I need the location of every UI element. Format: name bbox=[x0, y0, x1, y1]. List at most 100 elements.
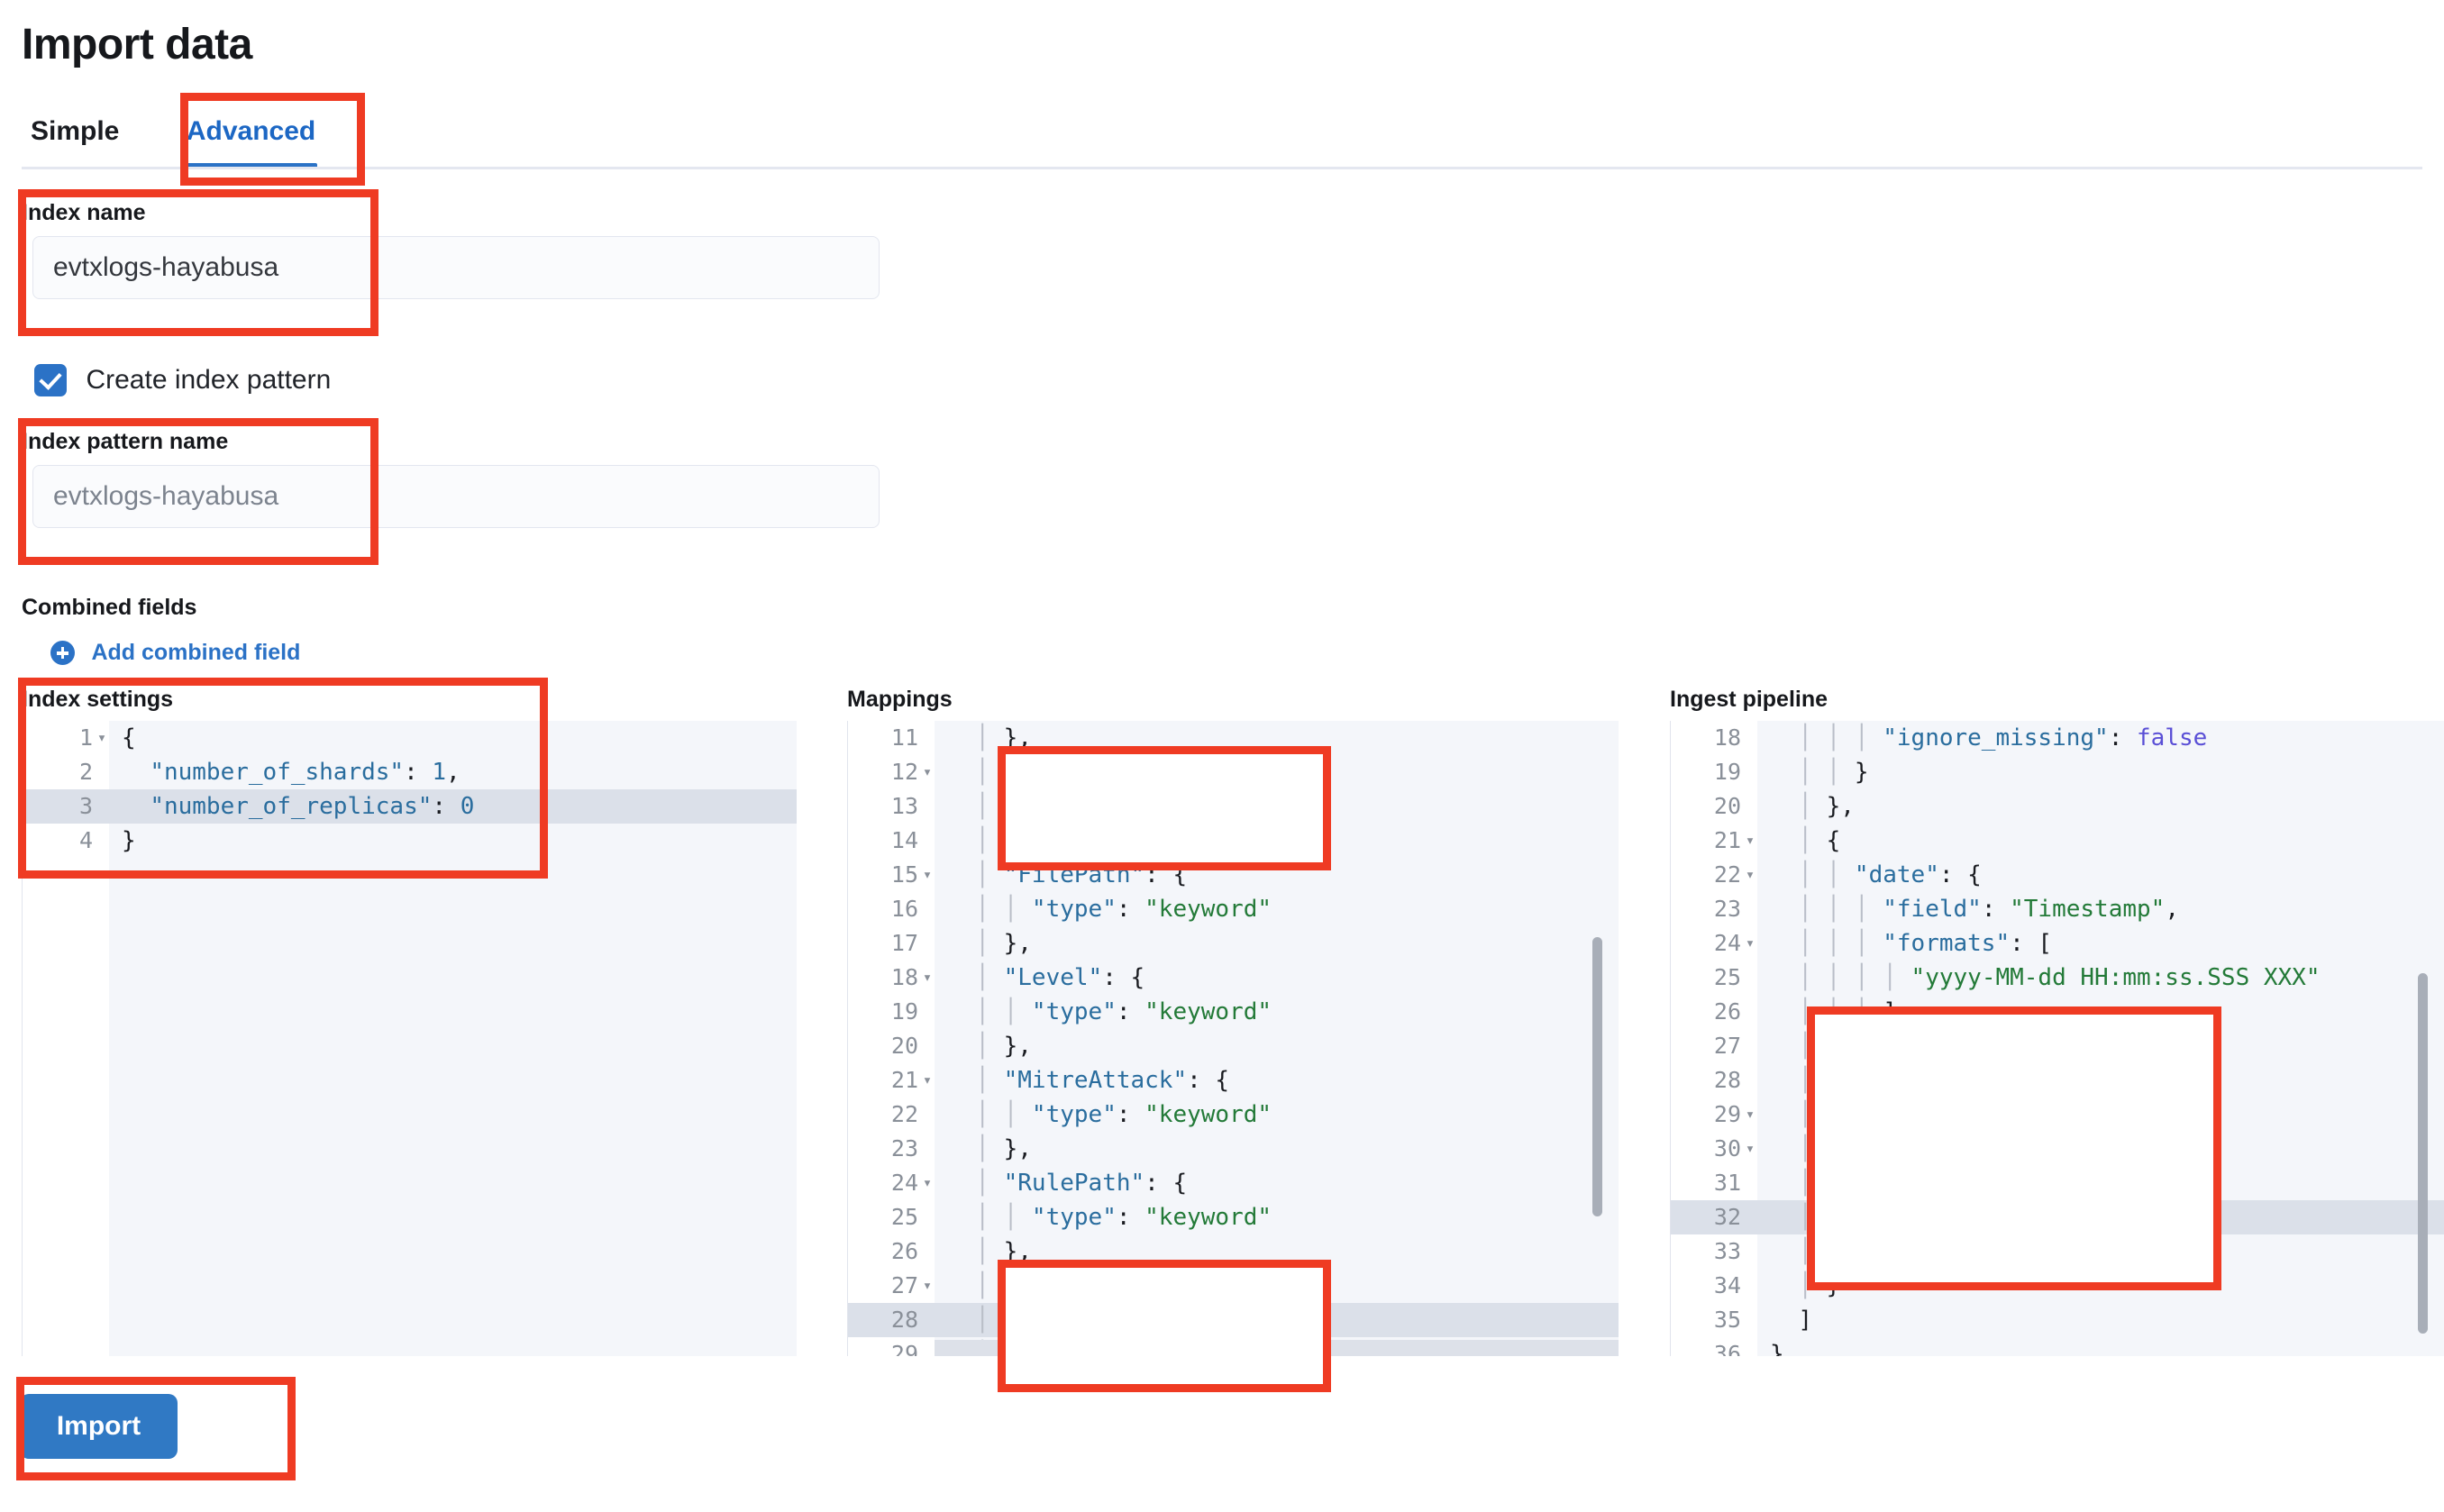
line-number: 1 bbox=[78, 724, 93, 751]
index-pattern-name-input[interactable]: evtxlogs-hayabusa bbox=[32, 465, 880, 528]
code-line[interactable]: │ │ "type": "keyword" bbox=[947, 998, 1272, 1025]
annotation-box-index-settings bbox=[18, 678, 548, 879]
code-content[interactable]: { "number_of_shards": 1, "number_of_repl… bbox=[109, 721, 797, 1356]
line-number: 23 bbox=[1713, 896, 1741, 922]
fold-arrow-icon[interactable]: ▾ bbox=[922, 1277, 933, 1295]
code-line[interactable]: │ │ "type": "keyword" bbox=[947, 1204, 1272, 1231]
line-number: 24 bbox=[890, 1170, 918, 1196]
add-combined-field-label: Add combined field bbox=[91, 640, 301, 665]
fold-arrow-icon[interactable]: ▾ bbox=[1745, 1140, 1755, 1158]
code-line[interactable]: │ │ │ "ignore_missing": false bbox=[1770, 724, 2208, 751]
fold-arrow-icon[interactable]: ▾ bbox=[922, 763, 933, 781]
tab-advanced[interactable]: Advanced bbox=[167, 99, 335, 169]
index-settings-label: Index settings bbox=[22, 687, 174, 712]
line-number: 28 bbox=[890, 1307, 918, 1333]
line-number: 19 bbox=[1713, 759, 1741, 785]
annotation-box-ruletitle-top bbox=[998, 1260, 1331, 1356]
index-name-input[interactable]: evtxlogs-hayabusa bbox=[32, 236, 880, 299]
line-number: 13 bbox=[890, 793, 918, 819]
code-line[interactable]: { bbox=[122, 724, 136, 751]
code-line[interactable]: │ │ │ "field": "Timestamp", bbox=[1770, 896, 2179, 923]
annotation-box-advanced-tab-bottom bbox=[180, 169, 365, 186]
annotation-box-ruletitle-bottom bbox=[998, 1356, 1331, 1392]
fold-arrow-icon[interactable]: ▾ bbox=[1745, 934, 1755, 952]
line-number: 32 bbox=[1713, 1204, 1741, 1230]
code-line[interactable]: │ }, bbox=[947, 930, 1032, 957]
ingest-vertical-scrollbar[interactable] bbox=[2418, 973, 2428, 1334]
code-line[interactable]: │ │ } bbox=[1770, 759, 1869, 786]
line-number: 24 bbox=[1713, 930, 1741, 956]
page-title: Import data bbox=[22, 21, 252, 68]
code-line[interactable]: │ { bbox=[1770, 827, 1841, 854]
annotation-box-index-pattern-name bbox=[18, 418, 378, 565]
combined-fields-label: Combined fields bbox=[22, 595, 197, 620]
fold-arrow-icon[interactable]: ▾ bbox=[922, 1071, 933, 1089]
line-number: 29 bbox=[890, 1341, 918, 1356]
create-index-pattern-row[interactable]: Create index pattern bbox=[34, 364, 331, 402]
fold-arrow-icon[interactable]: ▾ bbox=[1745, 832, 1755, 850]
annotation-box-remove-processor bbox=[1807, 1006, 2221, 1290]
code-line[interactable]: │ │ "type": "keyword" bbox=[947, 896, 1272, 923]
code-line[interactable]: │ │ "type": "keyword" bbox=[947, 1101, 1272, 1128]
code-line[interactable]: "number_of_replicas": 0 bbox=[109, 789, 797, 824]
code-line[interactable]: │ "Level": { bbox=[947, 964, 1145, 991]
annotation-box-import bbox=[16, 1377, 296, 1480]
line-number: 17 bbox=[890, 930, 918, 956]
line-number: 11 bbox=[890, 724, 918, 751]
fold-arrow-icon[interactable]: ▾ bbox=[96, 729, 107, 747]
line-number: 28 bbox=[1713, 1067, 1741, 1093]
line-number: 16 bbox=[890, 896, 918, 922]
fold-arrow-icon[interactable]: ▾ bbox=[1745, 866, 1755, 884]
code-line[interactable]: │ }, bbox=[947, 1033, 1032, 1060]
index-pattern-name-label: Index pattern name bbox=[22, 429, 229, 454]
line-number: 12 bbox=[890, 759, 918, 785]
line-number: 26 bbox=[890, 1238, 918, 1264]
line-number: 21 bbox=[890, 1067, 918, 1093]
fold-arrow-icon[interactable]: ▾ bbox=[922, 1174, 933, 1192]
line-number: 15 bbox=[890, 861, 918, 888]
line-number: 30 bbox=[1713, 1135, 1741, 1161]
create-index-pattern-label: Create index pattern bbox=[86, 365, 332, 395]
code-line[interactable]: ] bbox=[1798, 1307, 1812, 1334]
line-number: 20 bbox=[1713, 793, 1741, 819]
line-number: 36 bbox=[1713, 1341, 1741, 1356]
code-line[interactable]: } bbox=[122, 827, 136, 854]
code-line[interactable]: │ "MitreAttack": { bbox=[947, 1067, 1230, 1094]
index-name-label: Index name bbox=[22, 200, 146, 225]
fold-arrow-icon[interactable]: ▾ bbox=[922, 969, 933, 987]
checkbox-checked-icon[interactable] bbox=[34, 364, 67, 396]
tab-bar: Simple Advanced bbox=[22, 99, 335, 169]
code-line[interactable]: │ │ │ │ "yyyy-MM-dd HH:mm:ss.SSS XXX" bbox=[1770, 964, 2321, 991]
line-number: 27 bbox=[1713, 1033, 1741, 1059]
line-number: 29 bbox=[1713, 1101, 1741, 1127]
code-line[interactable]: "number_of_shards": 1, bbox=[150, 759, 461, 786]
code-line[interactable]: } bbox=[1770, 1341, 1784, 1356]
add-combined-field-button[interactable]: Add combined field bbox=[50, 640, 300, 670]
fold-arrow-icon[interactable]: ▾ bbox=[1745, 1106, 1755, 1124]
code-line[interactable]: │ }, bbox=[947, 1135, 1032, 1162]
fold-arrow-icon[interactable]: ▾ bbox=[922, 866, 933, 884]
tab-divider bbox=[22, 167, 2422, 169]
line-number: 18 bbox=[1713, 724, 1741, 751]
import-button[interactable]: Import bbox=[20, 1394, 178, 1459]
line-number: 25 bbox=[890, 1204, 918, 1230]
mappings-vertical-scrollbar[interactable] bbox=[1592, 937, 1602, 1216]
line-number: 33 bbox=[1713, 1238, 1741, 1264]
code-line[interactable]: │ }, bbox=[1770, 793, 1855, 820]
code-line[interactable]: │ │ │ "formats": [ bbox=[1770, 930, 2053, 957]
ingest-pipeline-label: Ingest pipeline bbox=[1670, 687, 1828, 712]
line-number-highlight bbox=[848, 1303, 935, 1337]
plus-circle-icon bbox=[50, 641, 75, 665]
line-number: 35 bbox=[1713, 1307, 1741, 1333]
annotation-box-index-name bbox=[18, 189, 378, 336]
line-number: 23 bbox=[890, 1135, 918, 1161]
code-line[interactable]: │ "RulePath": { bbox=[947, 1170, 1188, 1197]
line-number: 25 bbox=[1713, 964, 1741, 990]
line-number: 34 bbox=[1713, 1272, 1741, 1298]
code-line[interactable]: │ │ "date": { bbox=[1770, 861, 1982, 888]
tab-simple[interactable]: Simple bbox=[31, 116, 120, 146]
